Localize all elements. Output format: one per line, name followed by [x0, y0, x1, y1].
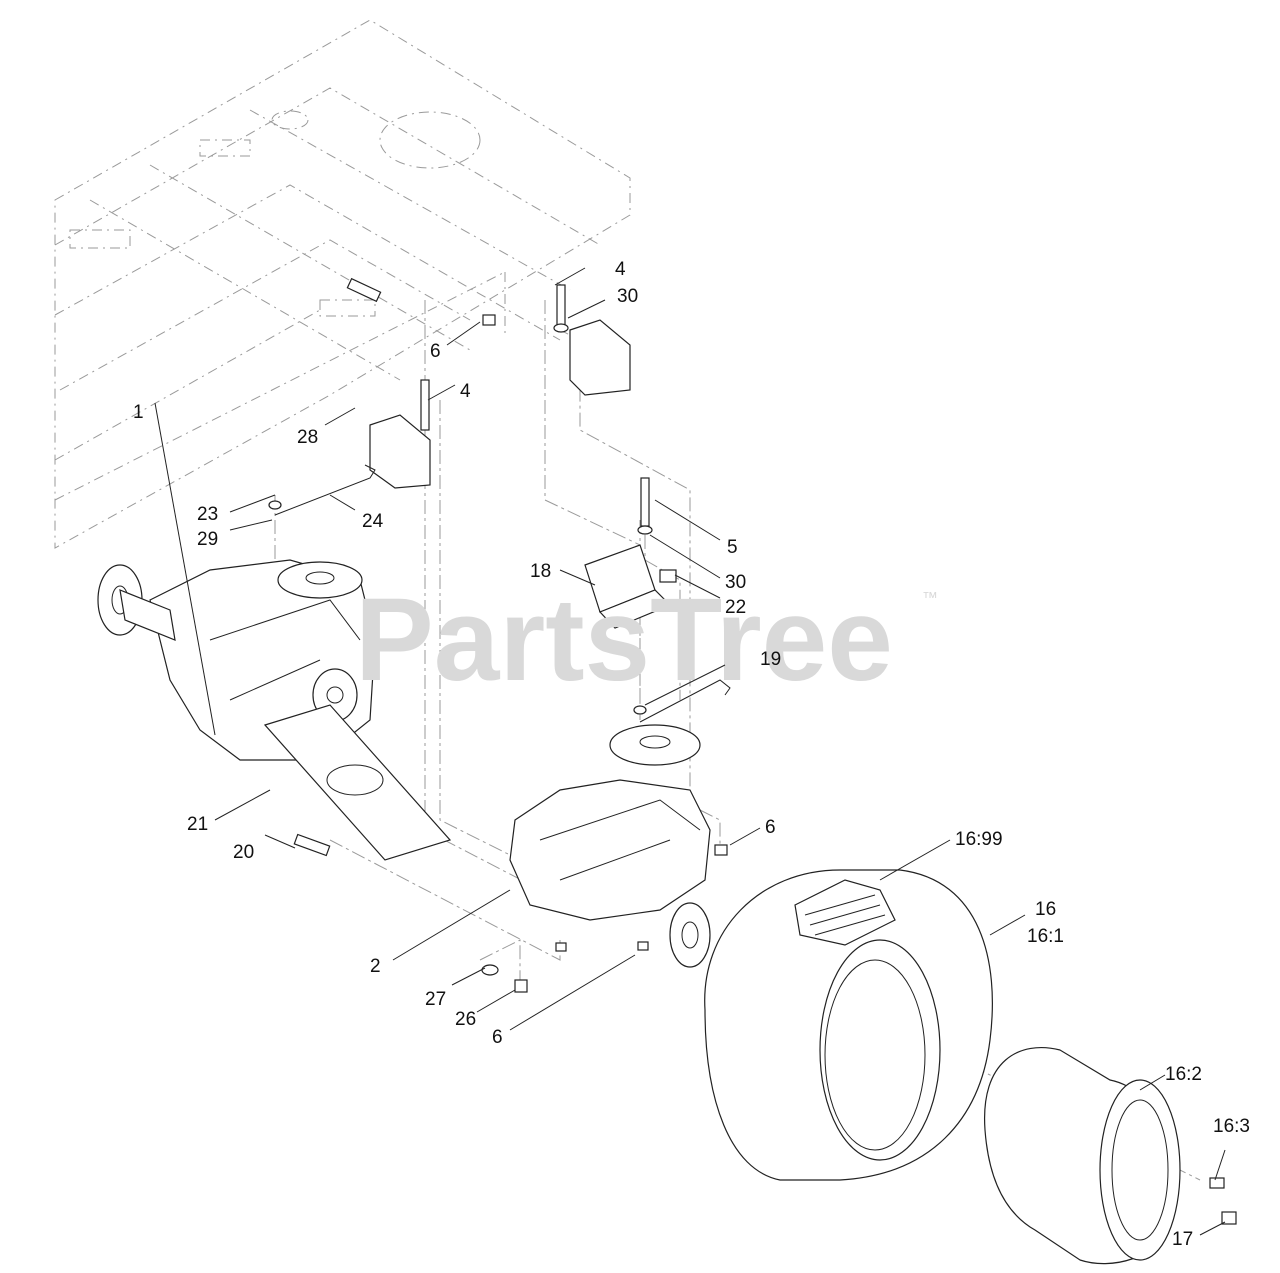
callout-1: 1: [133, 402, 144, 423]
callout-17: 17: [1172, 1229, 1193, 1250]
callout-19: 19: [760, 649, 781, 670]
callout-29: 29: [197, 529, 218, 550]
transmission-right: [509, 724, 711, 968]
callout-4-lower: 4: [460, 381, 471, 402]
bracket-18: [584, 544, 672, 629]
callout-4-upper: 4: [615, 259, 626, 280]
watermark-text: PartsTree: [355, 574, 893, 706]
callout-16-3: 16:3: [1213, 1116, 1250, 1137]
callout-23: 23: [197, 504, 218, 525]
chassis-frame: [54, 19, 631, 549]
callout-6-bottom: 6: [492, 1027, 503, 1048]
callout-5: 5: [727, 537, 738, 558]
trademark-symbol: ™: [922, 590, 938, 607]
callouts: 1 2 4 4 5 6 6 6 16 16:1 16:2 16:3 16:99 …: [133, 259, 1250, 1250]
rim-16-2: [984, 1046, 1181, 1265]
callout-16-2: 16:2: [1165, 1064, 1202, 1085]
mount-plate-21: [263, 704, 452, 861]
callout-6-top: 6: [430, 341, 441, 362]
watermark: PartsTree ™: [355, 574, 938, 706]
callout-30-upper: 30: [617, 286, 638, 307]
upper-brackets: [369, 319, 631, 489]
callout-26: 26: [455, 1009, 476, 1030]
callout-30-lower: 30: [725, 572, 746, 593]
callout-16-99: 16:99: [955, 829, 1003, 850]
callout-24: 24: [362, 511, 384, 532]
hardware: [268, 277, 1237, 1225]
callout-16-1: 16:1: [1027, 926, 1064, 947]
callout-16: 16: [1035, 899, 1056, 920]
callout-18: 18: [530, 561, 551, 582]
tire-16: [704, 869, 993, 1181]
callout-27: 27: [425, 989, 446, 1010]
callout-21: 21: [187, 814, 208, 835]
callout-22: 22: [725, 597, 746, 618]
callout-2: 2: [370, 956, 381, 977]
callout-20: 20: [233, 842, 254, 863]
callout-6-right: 6: [765, 817, 776, 838]
callout-28: 28: [297, 427, 318, 448]
leader-lines: [154, 267, 1226, 1236]
